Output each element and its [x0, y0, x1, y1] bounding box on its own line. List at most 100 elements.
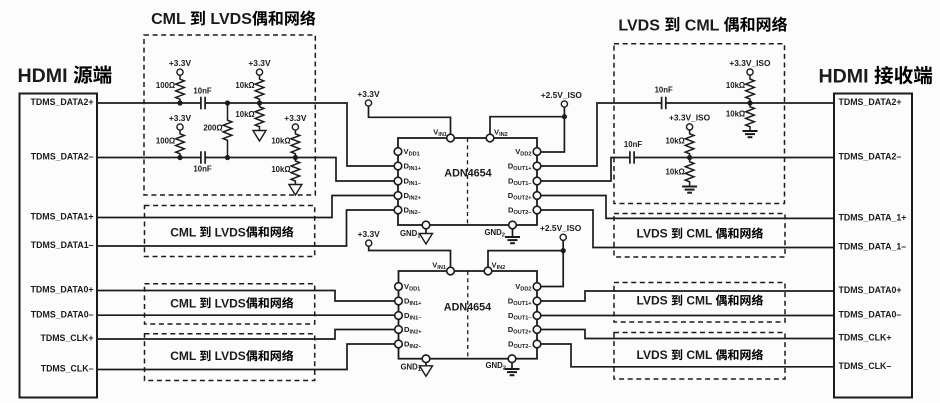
svg-text:V: V	[432, 261, 438, 270]
svg-text:ADN4654: ADN4654	[444, 168, 491, 180]
svg-text:D: D	[404, 177, 410, 186]
svg-text:TDMS_DATA2+: TDMS_DATA2+	[31, 97, 94, 107]
svg-text:V: V	[494, 128, 500, 137]
svg-text:CML: CML	[686, 227, 712, 241]
svg-text:+3.3V: +3.3V	[248, 58, 271, 68]
svg-text:CML: CML	[685, 17, 720, 34]
svg-text:GND: GND	[485, 361, 503, 370]
svg-text:DD1: DD1	[409, 152, 420, 158]
svg-text:+3.3V_ISO: +3.3V_ISO	[669, 113, 711, 123]
svg-text:+3.3V: +3.3V	[284, 113, 307, 123]
svg-text:10kΩ: 10kΩ	[235, 81, 254, 90]
svg-text:IN2–: IN2–	[409, 344, 421, 350]
svg-text:LVDS: LVDS	[637, 348, 668, 362]
svg-text:TDMS_DATA2+: TDMS_DATA2+	[839, 97, 902, 107]
svg-text:2: 2	[502, 233, 505, 239]
svg-text:LVDS: LVDS	[637, 294, 668, 308]
svg-text:CML: CML	[151, 11, 186, 28]
svg-text:D: D	[404, 191, 410, 200]
svg-text:TDMS_DATA1+: TDMS_DATA1+	[31, 212, 94, 222]
svg-text:D: D	[508, 311, 514, 320]
svg-text:D: D	[404, 340, 410, 349]
svg-text:100Ω: 100Ω	[156, 81, 175, 90]
svg-text:D: D	[508, 297, 514, 306]
svg-text:CML: CML	[686, 348, 712, 362]
svg-text:LVDS: LVDS	[618, 17, 660, 34]
svg-text:10kΩ: 10kΩ	[666, 168, 685, 177]
svg-text:+3.3V: +3.3V	[358, 229, 381, 239]
svg-text:DD1: DD1	[409, 287, 420, 293]
svg-text:10kΩ: 10kΩ	[271, 137, 290, 146]
svg-text:IN2: IN2	[497, 265, 506, 271]
svg-text:CML: CML	[170, 225, 196, 239]
svg-text:TDMS_DATA_1+: TDMS_DATA_1+	[839, 213, 907, 223]
svg-text:OUT2+: OUT2+	[513, 196, 532, 202]
svg-text:CML: CML	[170, 296, 196, 310]
svg-text:10kΩ: 10kΩ	[726, 110, 745, 119]
svg-text:OUT1–: OUT1–	[513, 316, 531, 322]
svg-text:LVDS: LVDS	[637, 227, 668, 241]
svg-text:10kΩ: 10kΩ	[666, 137, 685, 146]
svg-text:HDMI: HDMI	[819, 66, 869, 88]
svg-text:ADN4654: ADN4654	[444, 302, 491, 314]
svg-text:D: D	[404, 325, 410, 334]
svg-text:IN1–: IN1–	[409, 181, 421, 187]
svg-text:TDMS_DATA2–: TDMS_DATA2–	[31, 152, 94, 162]
svg-text:V: V	[515, 147, 521, 156]
svg-text:IN2–: IN2–	[409, 210, 421, 216]
svg-text:OUT1–: OUT1–	[513, 181, 531, 187]
svg-text:+3.3V: +3.3V	[169, 58, 192, 68]
svg-text:V: V	[492, 261, 498, 270]
svg-text:2: 2	[503, 366, 506, 372]
svg-text:TDMS_DATA0–: TDMS_DATA0–	[839, 309, 902, 319]
svg-text:D: D	[404, 162, 410, 171]
svg-text:LVDS: LVDS	[210, 11, 252, 28]
svg-text:TDMS_CLK–: TDMS_CLK–	[41, 364, 94, 374]
svg-text:+2.5V_ISO: +2.5V_ISO	[540, 223, 582, 233]
svg-text:+3.3V: +3.3V	[357, 89, 380, 99]
svg-text:D: D	[508, 325, 514, 334]
svg-text:V: V	[404, 147, 410, 156]
svg-text:OUT2–: OUT2–	[513, 210, 531, 216]
svg-text:CML: CML	[686, 294, 712, 308]
svg-text:+3.3V: +3.3V	[169, 113, 192, 123]
svg-text:GND: GND	[400, 363, 418, 372]
svg-text:HDMI: HDMI	[18, 65, 68, 87]
svg-text:10nF: 10nF	[193, 87, 211, 96]
svg-text:D: D	[508, 162, 514, 171]
svg-text:TDMS_DATA_1–: TDMS_DATA_1–	[839, 242, 907, 252]
svg-text:TDMS_DATA1–: TDMS_DATA1–	[31, 240, 94, 250]
svg-text:1: 1	[417, 234, 421, 240]
svg-text:CML: CML	[170, 349, 196, 363]
svg-text:10nF: 10nF	[624, 140, 642, 149]
svg-text:DD2: DD2	[520, 287, 531, 293]
svg-text:200Ω: 200Ω	[203, 124, 222, 133]
svg-text:OUT1+: OUT1+	[513, 166, 532, 172]
svg-text:IN1: IN1	[438, 132, 447, 138]
svg-text:GND: GND	[400, 229, 418, 238]
svg-text:100Ω: 100Ω	[156, 137, 175, 146]
svg-text:IN1+: IN1+	[409, 301, 422, 307]
svg-text:D: D	[404, 297, 410, 306]
svg-text:IN2+: IN2+	[409, 196, 422, 202]
svg-text:D: D	[508, 340, 514, 349]
svg-text:IN2+: IN2+	[409, 330, 422, 336]
svg-text:LVDS: LVDS	[215, 349, 246, 363]
svg-text:+2.5V_ISO: +2.5V_ISO	[541, 90, 583, 100]
svg-text:TDMS_DATA0+: TDMS_DATA0+	[31, 285, 94, 295]
svg-text:TDMS_DATA2–: TDMS_DATA2–	[839, 152, 902, 162]
svg-text:D: D	[508, 191, 514, 200]
svg-text:TDMS_CLK–: TDMS_CLK–	[839, 361, 892, 371]
svg-text:10kΩ: 10kΩ	[235, 110, 254, 119]
svg-text:D: D	[508, 206, 514, 215]
svg-text:10nF: 10nF	[193, 165, 211, 174]
svg-text:10kΩ: 10kΩ	[726, 81, 745, 90]
svg-text:DD2: DD2	[520, 152, 531, 158]
svg-text:IN2: IN2	[499, 132, 508, 138]
svg-text:GND: GND	[484, 228, 502, 237]
svg-text:IN1: IN1	[437, 265, 446, 271]
svg-text:D: D	[508, 177, 514, 186]
svg-text:D: D	[404, 311, 410, 320]
svg-text:OUT2+: OUT2+	[513, 330, 532, 336]
svg-text:1: 1	[418, 367, 422, 373]
